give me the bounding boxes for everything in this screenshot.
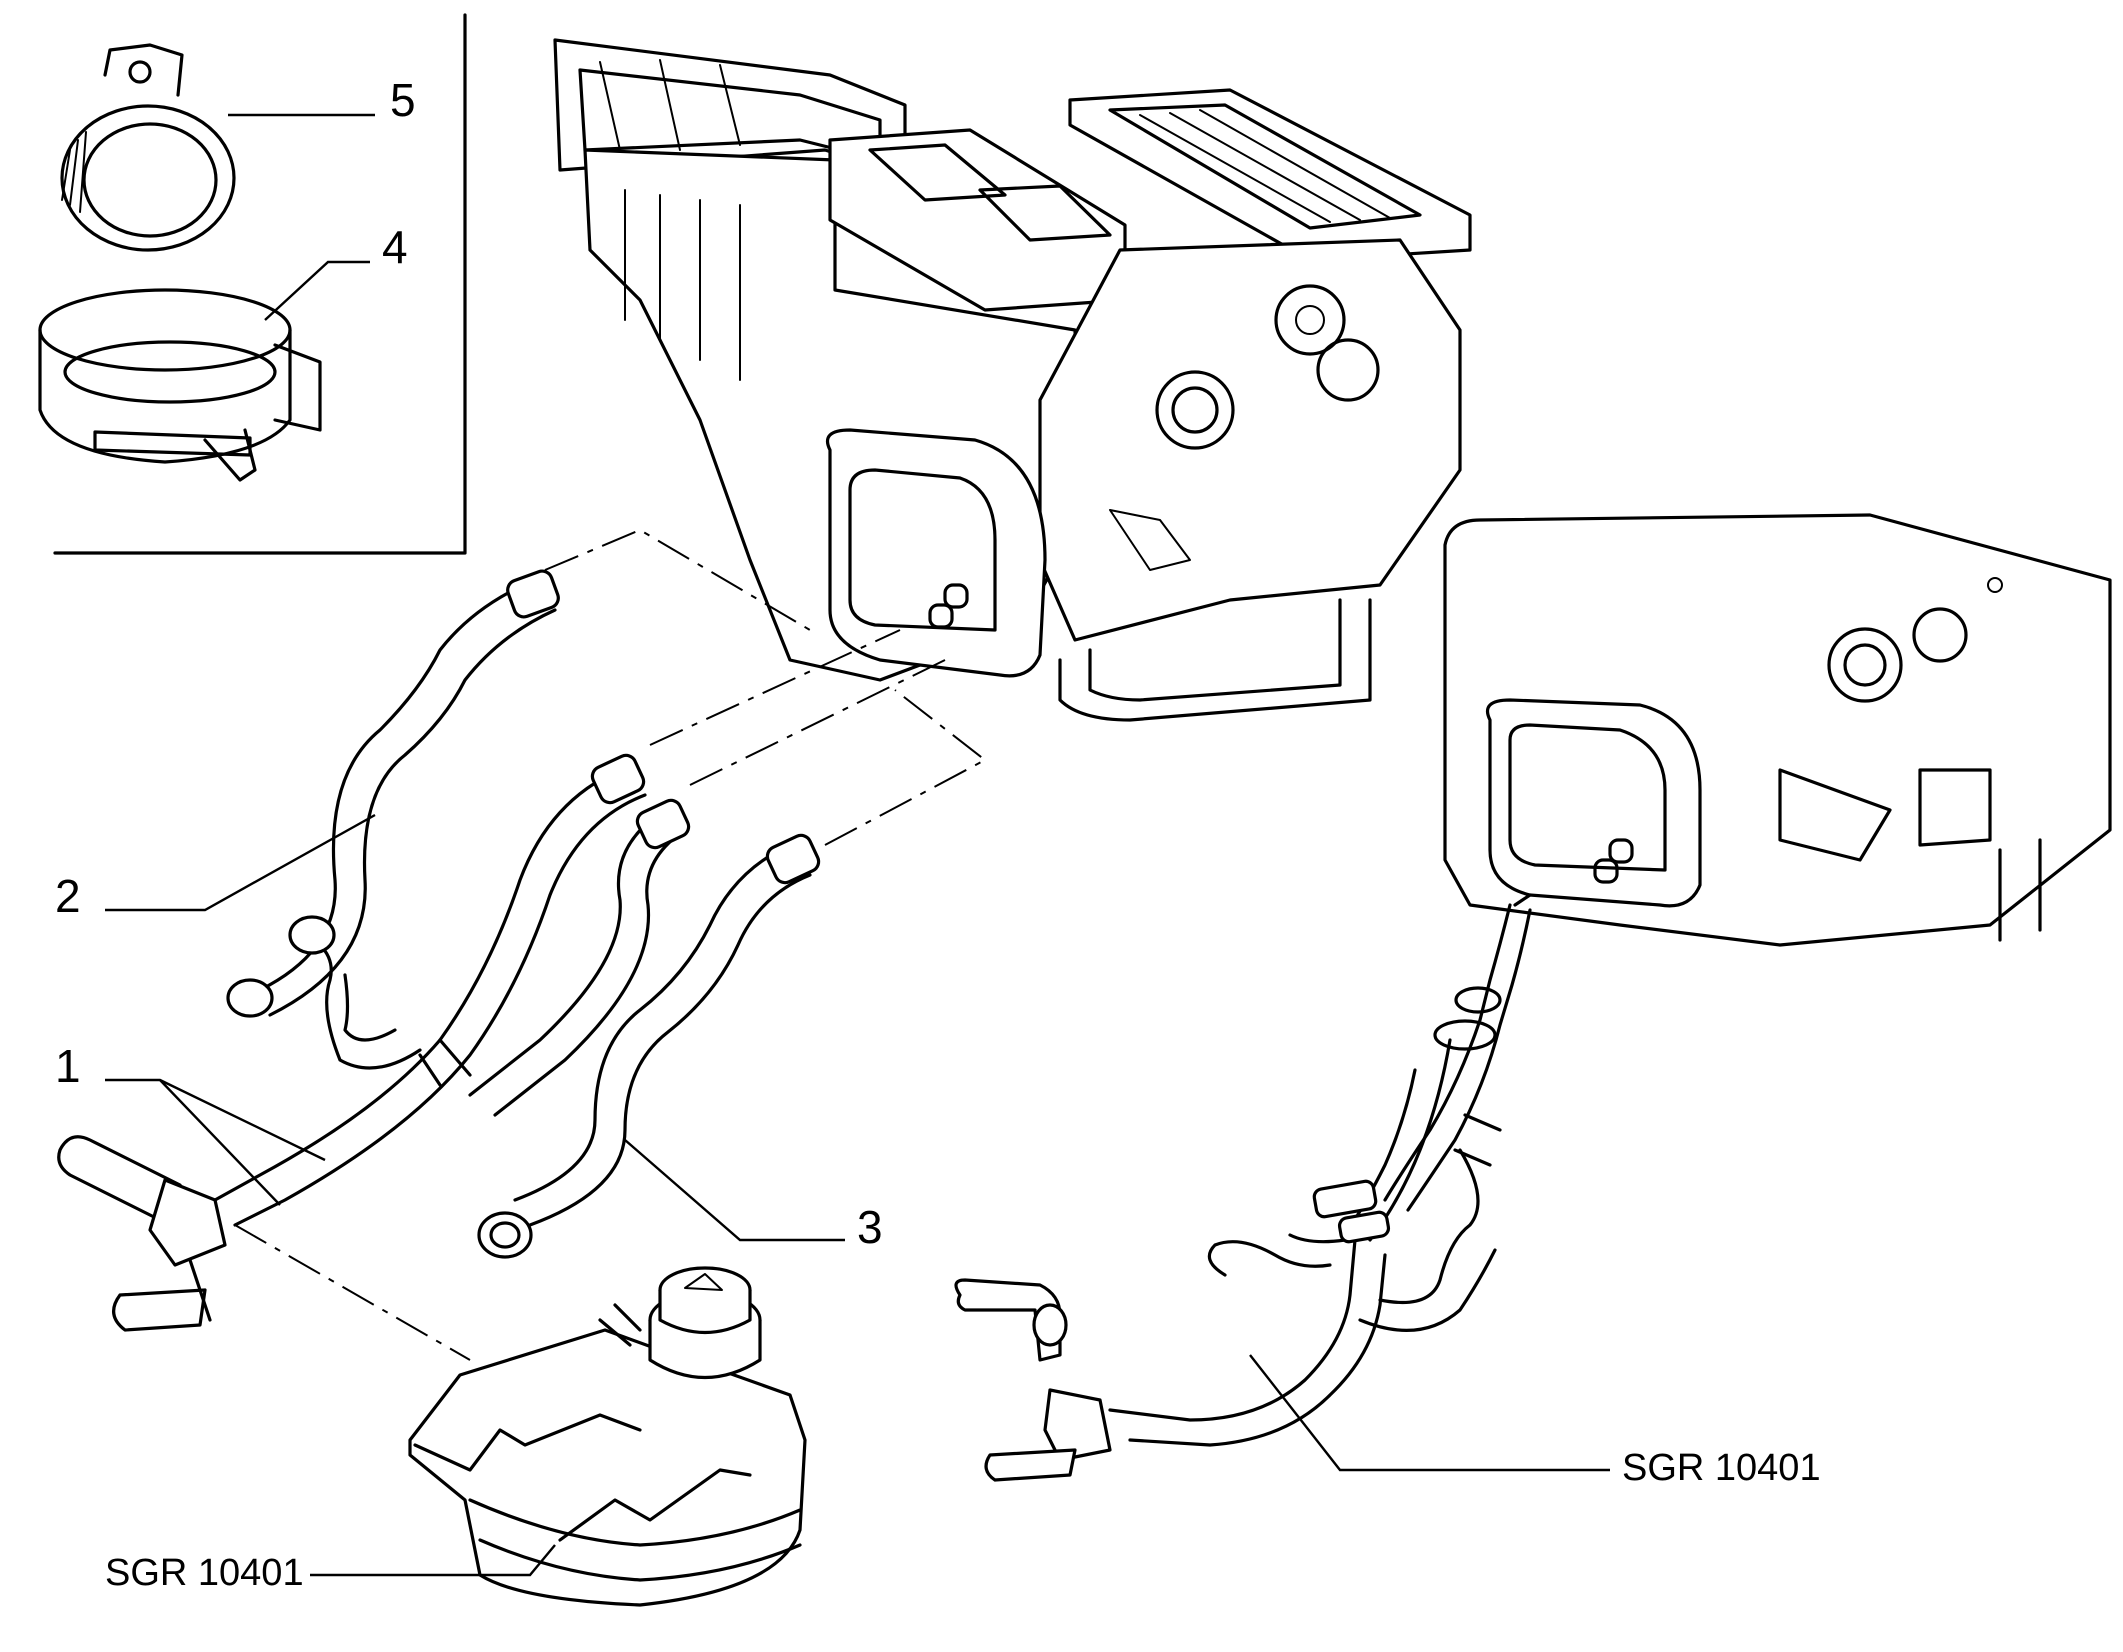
hose-1 (57, 753, 691, 1332)
hose-3 (477, 833, 821, 1259)
callout-leaders (105, 113, 1610, 1577)
heater-housing-main (553, 38, 1472, 722)
heater-housing-detail (1443, 513, 2112, 947)
assembly-dashed-lines (234, 528, 987, 1361)
callout-ref-left: SGR 10401 (105, 1552, 304, 1594)
callout-5: 5 (390, 74, 416, 126)
expansion-tank (408, 1266, 807, 1607)
callout-1: 1 (55, 1040, 81, 1092)
hose-clamp-4 (38, 288, 322, 482)
callout-4: 4 (382, 221, 408, 273)
callout-2: 2 (55, 870, 81, 922)
hose-assembly-right (954, 893, 1532, 1482)
hose-clamp-5 (60, 43, 236, 252)
callout-ref-right: SGR 10401 (1622, 1447, 1821, 1489)
hose-2 (226, 569, 560, 1018)
clamp-inset (53, 13, 467, 555)
callout-3: 3 (857, 1201, 883, 1253)
